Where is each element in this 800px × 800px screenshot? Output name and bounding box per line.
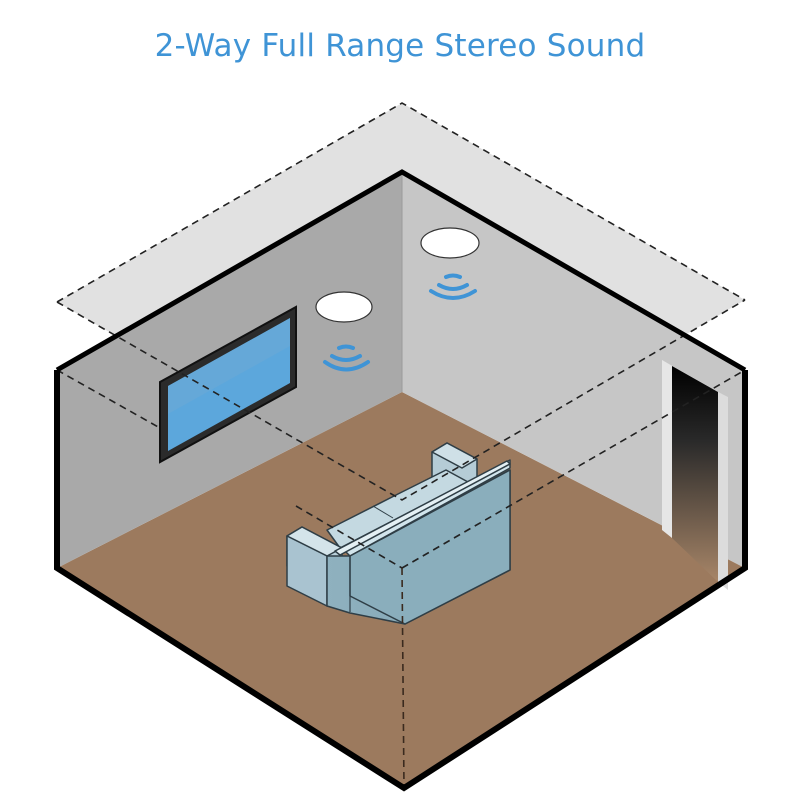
room-outline xyxy=(54,169,748,792)
sound-waves-left xyxy=(323,344,370,372)
page-title: 2-Way Full Range Stereo Sound xyxy=(154,28,646,64)
ceiling-speaker-left xyxy=(315,291,373,323)
ceiling-plane-outline xyxy=(56,102,746,789)
right-wall xyxy=(402,172,745,568)
sound-waves-right xyxy=(429,273,477,300)
wall-tv xyxy=(159,305,297,464)
doorway xyxy=(662,360,728,590)
sofa xyxy=(286,442,511,625)
ceiling-speaker-right xyxy=(420,227,480,259)
